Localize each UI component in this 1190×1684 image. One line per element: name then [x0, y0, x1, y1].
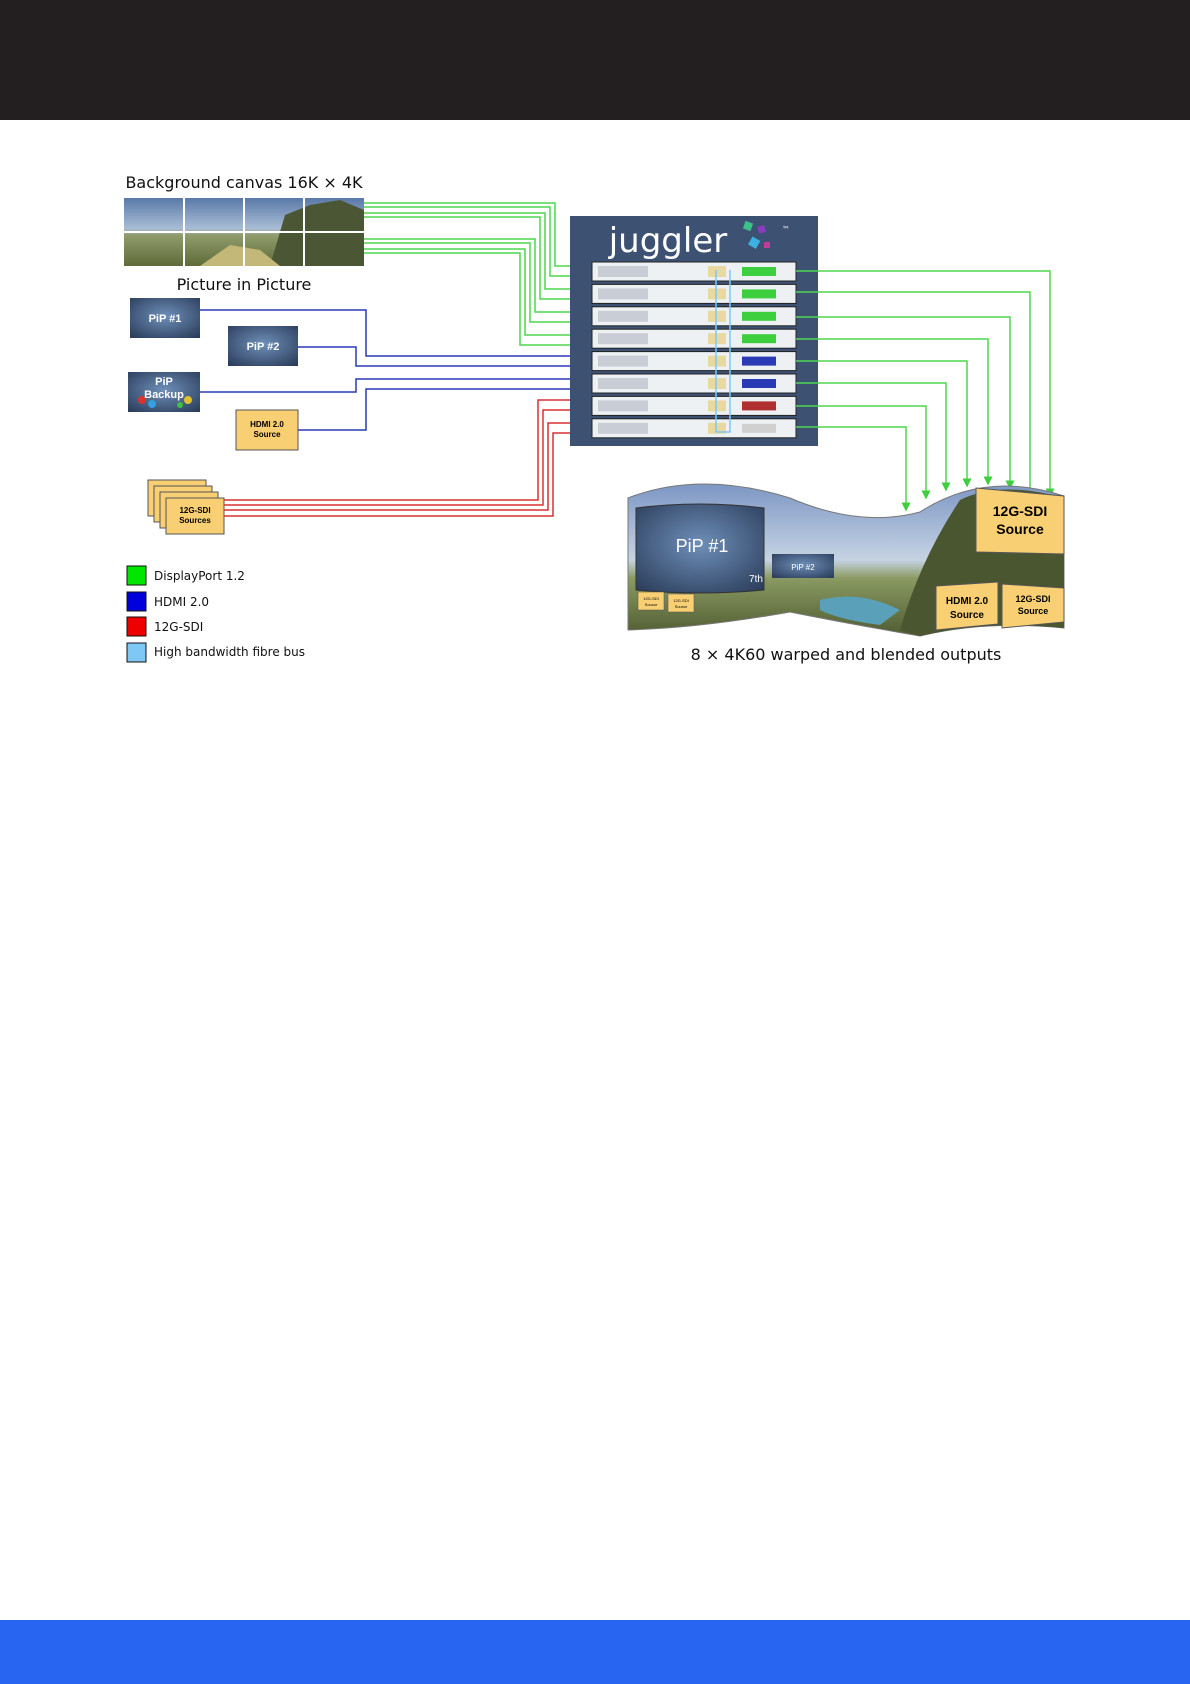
sdi-sources-line2: Sources — [179, 516, 211, 525]
hdmi-source-line2: Source — [253, 430, 281, 439]
juggler-logo: juggler — [608, 221, 728, 261]
fibre-bus — [715, 270, 731, 433]
legend-label-sdi: 12G-SDI — [154, 620, 203, 634]
screen-tiny1-line1: 12G-SDI — [643, 596, 659, 601]
sdi-sources-stack: 12G-SDI Sources — [147, 479, 225, 535]
logo-square-4 — [764, 242, 770, 248]
logo-square-2 — [757, 225, 766, 234]
pip-backup-source: PiP Backup — [128, 372, 200, 412]
screen-sdi-big-line1: 12G-SDI — [993, 503, 1047, 519]
pip-heading: Picture in Picture — [177, 275, 312, 294]
pip-backup-label-line2: Backup — [144, 389, 184, 401]
juggler-unit — [591, 418, 797, 439]
pip1-source: PiP #1 — [130, 298, 200, 338]
juggler-unit — [591, 373, 797, 394]
screen-sdi-big-line2: Source — [996, 521, 1044, 537]
logo-square-1 — [742, 220, 754, 232]
sdi-sources-line1: 12G-SDI — [179, 506, 210, 515]
juggler-unit — [591, 306, 797, 327]
background-canvas — [124, 198, 364, 266]
displayport-input-cables — [364, 202, 590, 350]
displayport-output-cables — [796, 270, 1055, 512]
footer-bar — [0, 1620, 1190, 1684]
legend-item-sdi: 12G-SDI — [126, 616, 203, 637]
legend-label-displayport: DisplayPort 1.2 — [154, 569, 245, 583]
header-bar — [0, 0, 1190, 120]
screen-tiny1-line2: Source — [645, 602, 658, 607]
background-canvas-heading: Background canvas 16K × 4K — [125, 173, 363, 192]
legend-item-fibre: High bandwidth fibre bus — [126, 642, 305, 663]
screen-hdmi-line1: HDMI 2.0 — [946, 596, 989, 607]
screen-tiny2-line2: Source — [675, 604, 688, 609]
screen-brand-small: 7th — [749, 574, 763, 585]
legend-label-fibre: High bandwidth fibre bus — [154, 645, 305, 659]
legend-item-displayport: DisplayPort 1.2 — [126, 565, 245, 586]
juggler-tm: ™ — [782, 225, 790, 234]
legend-swatch-fibre — [126, 642, 147, 663]
outputs-heading: 8 × 4K60 warped and blended outputs — [691, 645, 1002, 664]
screen-pip2-label: PiP #2 — [791, 563, 815, 572]
juggler-unit — [591, 395, 797, 416]
pip1-source-label: PiP #1 — [149, 313, 182, 325]
screen-pip1-label: PiP #1 — [676, 536, 729, 556]
juggler-unit — [591, 328, 797, 349]
legend: DisplayPort 1.2 HDMI 2.0 12G-SDI High ba… — [126, 565, 305, 663]
logo-square-3 — [748, 236, 761, 249]
legend-label-hdmi: HDMI 2.0 — [154, 595, 209, 609]
legend-swatch-sdi — [126, 616, 147, 637]
juggler-unit — [591, 261, 797, 282]
screen-hdmi-line2: Source — [950, 610, 984, 621]
sdi-input-cables — [224, 395, 590, 517]
juggler-processor: juggler ™ — [570, 216, 818, 446]
juggler-unit — [591, 351, 797, 372]
legend-swatch-hdmi — [126, 591, 147, 612]
hdmi-source: HDMI 2.0 Source — [235, 409, 299, 451]
screen-tiny2-line1: 12G-SDI — [673, 598, 689, 603]
legend-item-hdmi: HDMI 2.0 — [126, 591, 209, 612]
warped-output-screen: PiP #1 7th PiP #2 12G-SDI Source 12G-SDI… — [627, 483, 1065, 637]
pip-backup-label-line1: PiP — [155, 376, 173, 388]
pip2-source-label: PiP #2 — [247, 341, 280, 353]
juggler-unit — [591, 283, 797, 304]
legend-swatch-displayport — [126, 565, 147, 586]
pip2-source: PiP #2 — [228, 326, 298, 366]
screen-sdi-small-line2: Source — [1018, 606, 1049, 616]
hdmi-source-line1: HDMI 2.0 — [250, 420, 284, 429]
hdmi-input-cables — [200, 309, 590, 431]
juggler-units — [591, 261, 797, 439]
screen-sdi-small-line1: 12G-SDI — [1015, 594, 1050, 604]
